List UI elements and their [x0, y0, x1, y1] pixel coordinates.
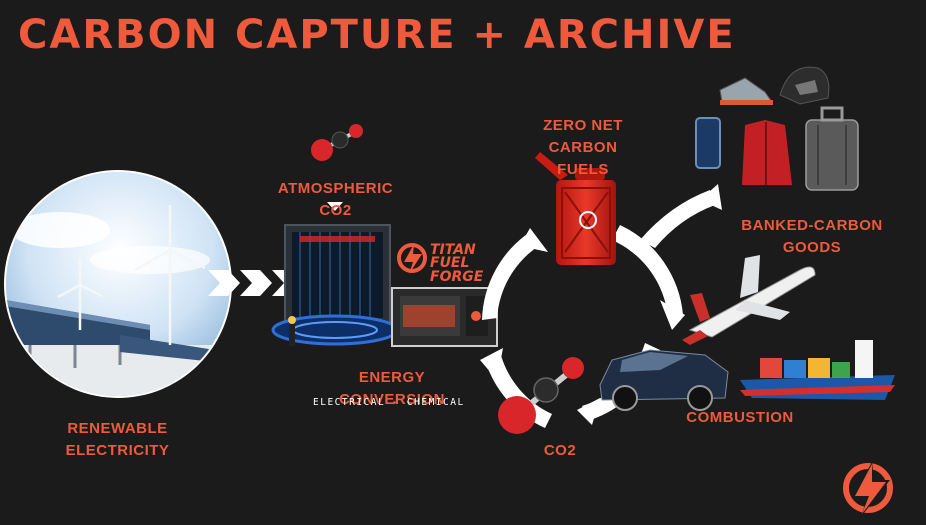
- renewable-photo: [0, 170, 240, 405]
- car-icon: [600, 350, 728, 410]
- electrical-text: ELECTRICAL: [313, 397, 385, 408]
- airplane-icon: [682, 255, 815, 345]
- energy-converter: [392, 288, 497, 346]
- banked-goods-icons: [696, 67, 858, 190]
- page-title: CARBON CAPTURE + ARCHIVE: [18, 12, 736, 58]
- capture-machine: [273, 225, 397, 346]
- titan-brand-text: TITAN FUEL FORGE: [430, 244, 483, 284]
- electrical-chemical-label: ELECTRICAL ▸ CHEMICAL: [313, 397, 465, 408]
- co2-label: CO2: [530, 440, 590, 462]
- arrow-right-icon: ▸: [392, 397, 399, 408]
- zero-net-fuels-label: ZERO NET CARBON FUELS: [508, 115, 658, 180]
- zero-net-line2: FUELS: [508, 159, 658, 181]
- co2-molecule-small: [311, 124, 363, 161]
- renewable-line1: RENEWABLE: [55, 418, 180, 440]
- chemical-text: CHEMICAL: [407, 397, 465, 408]
- zero-net-line1: ZERO NET CARBON: [508, 115, 658, 159]
- atmospheric-co2-label: ATMOSPHERIC CO2: [268, 178, 403, 222]
- combustion-label: COMBUSTION: [680, 407, 800, 429]
- renewable-electricity-label: RENEWABLE ELECTRICITY: [55, 418, 180, 462]
- banked-carbon-goods-label: BANKED-CARBON GOODS: [722, 215, 902, 259]
- renewable-line2: ELECTRICITY: [55, 440, 180, 462]
- ship-icon: [740, 340, 895, 400]
- titan-logo-icon: [399, 244, 425, 274]
- brand-line3: FORGE: [430, 271, 483, 284]
- corner-logo-icon: [846, 462, 890, 518]
